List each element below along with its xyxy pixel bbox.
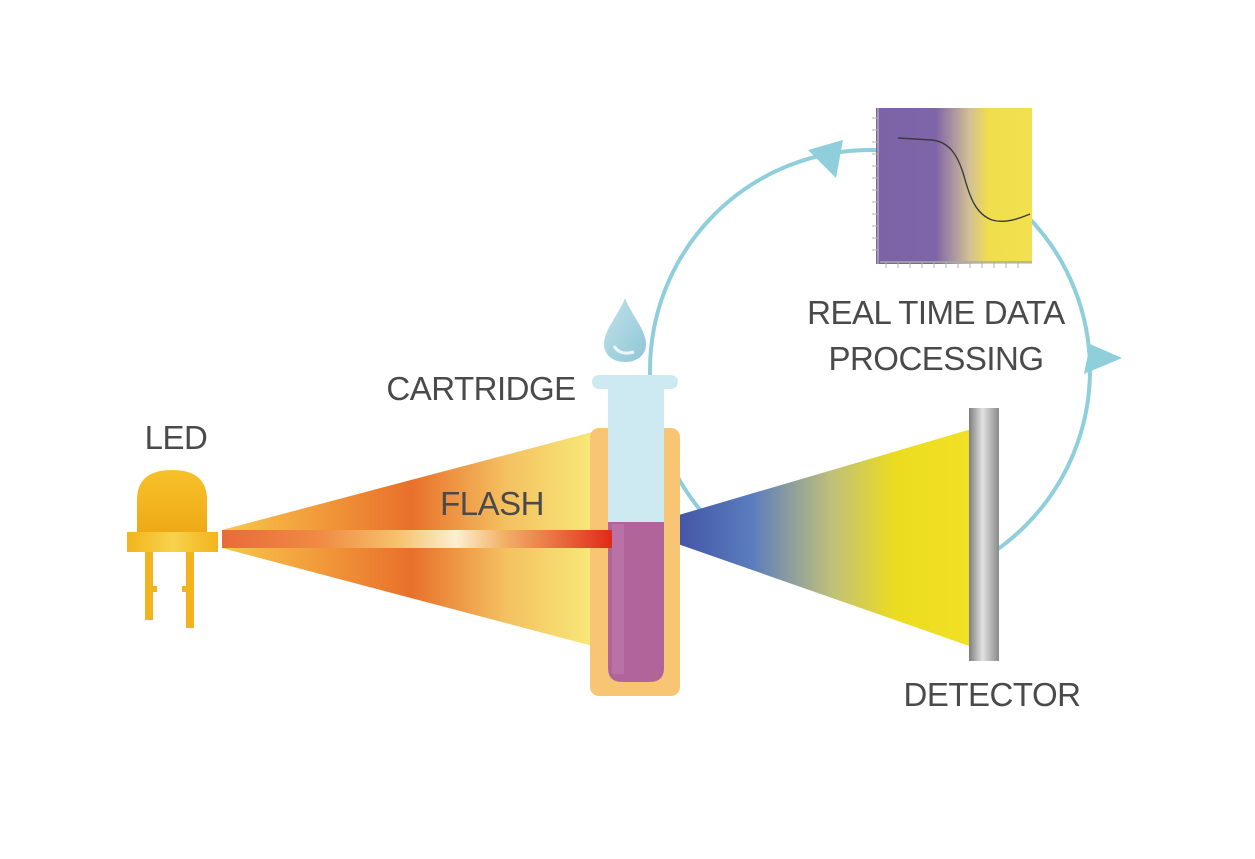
- led-icon: [127, 470, 218, 628]
- transmitted-light-cone: [655, 428, 975, 648]
- droplet-icon: [604, 298, 646, 362]
- absorbance-curve-icon: [872, 108, 1032, 268]
- detector-plate-icon: [969, 408, 999, 661]
- test-tube-icon: [592, 375, 678, 682]
- flash-label: FLASH: [440, 485, 544, 522]
- loop-arrow-right-icon: [1084, 344, 1122, 374]
- light-beam: [222, 530, 612, 548]
- loop-arrow-top-icon: [808, 140, 843, 178]
- detector-label: DETECTOR: [904, 676, 1081, 713]
- processing-label-line2: PROCESSING: [828, 340, 1043, 377]
- processing-label-line1: REAL TIME DATA: [807, 294, 1065, 331]
- led-label: LED: [145, 419, 208, 456]
- cartridge-label: CARTRIDGE: [386, 370, 575, 407]
